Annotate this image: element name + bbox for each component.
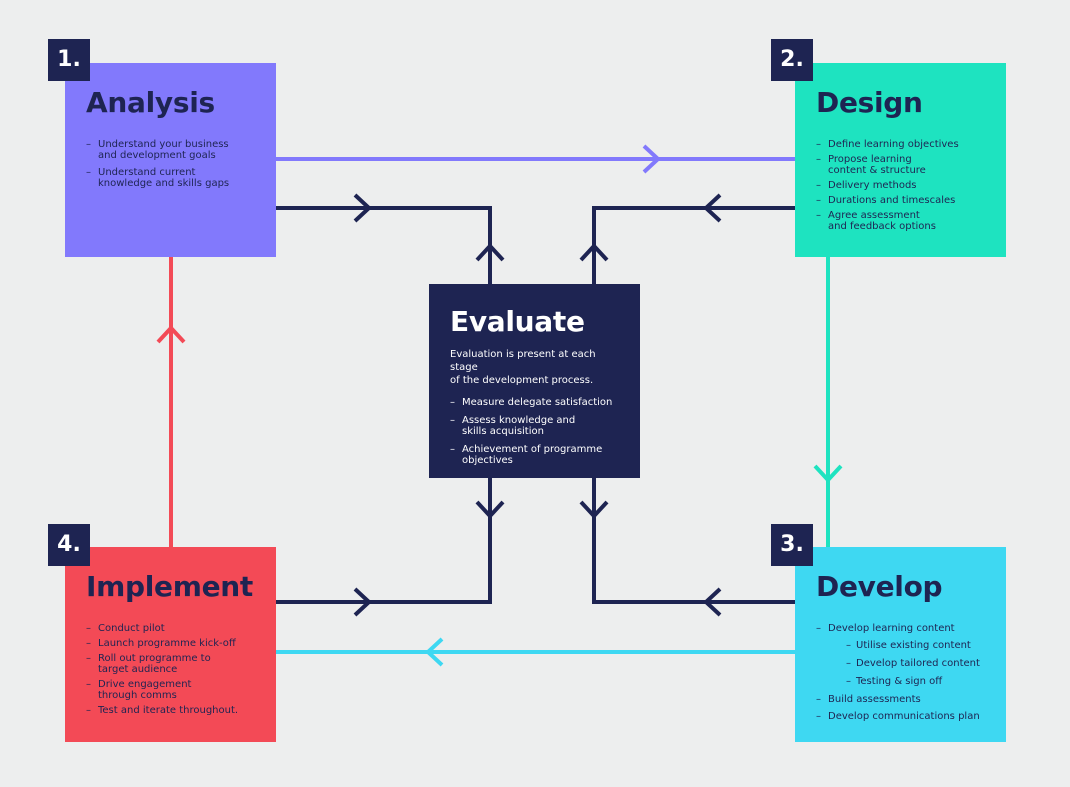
list-item: Drive engagement through comms [86, 679, 256, 701]
list-item: Understand your business and development… [86, 139, 256, 161]
list-item: Propose learning content & structure [816, 154, 986, 176]
sub-list-item: Develop tailored content [816, 658, 986, 669]
list-item: Define learning objectives [816, 139, 986, 150]
list-item: Conduct pilot [86, 623, 256, 634]
sub-list-item: Testing & sign off [816, 676, 986, 687]
design-title: Design [816, 86, 923, 119]
list-item: Agree assessment and feedback options [816, 210, 986, 232]
analysis-evaluate-connector [276, 193, 505, 284]
develop-stage-box: Develop Develop learning content Utilise… [795, 547, 1006, 742]
list-item: Delivery methods [816, 180, 986, 191]
list-item: Assess knowledge and skills acquisition [450, 415, 620, 437]
evaluate-items: Measure delegate satisfaction Assess kno… [450, 397, 620, 466]
list-item: Achievement of programme objectives [450, 444, 620, 466]
implement-evaluate-connector [276, 478, 505, 617]
design-stage-box: Design Define learning objectives Propos… [795, 63, 1006, 257]
stage-number-badge: 1. [48, 39, 90, 81]
evaluate-title: Evaluate [450, 305, 585, 338]
implement-items: Conduct pilot Launch programme kick-off … [86, 623, 256, 716]
list-item: Measure delegate satisfaction [450, 397, 620, 408]
analysis-to-design-arrow [276, 144, 795, 174]
stage-number-badge: 3. [771, 524, 813, 566]
implement-to-analysis-arrow [156, 257, 186, 547]
design-to-develop-arrow [813, 257, 843, 547]
analysis-items: Understand your business and development… [86, 139, 256, 189]
analysis-stage-box: Analysis Understand your business and de… [65, 63, 276, 257]
design-evaluate-connector [579, 193, 795, 284]
develop-to-implement-arrow [276, 637, 795, 667]
implement-stage-box: Implement Conduct pilot Launch programme… [65, 547, 276, 742]
list-item: Understand current knowledge and skills … [86, 167, 256, 189]
evaluate-box: Evaluate Evaluation is present at each s… [429, 284, 640, 478]
list-item: Develop learning content [816, 623, 986, 634]
list-item: Develop communications plan [816, 711, 986, 722]
develop-evaluate-connector [579, 478, 795, 617]
analysis-title: Analysis [86, 86, 215, 119]
list-item: Roll out programme to target audience [86, 653, 256, 675]
list-item: Build assessments [816, 694, 986, 705]
list-item: Test and iterate throughout. [86, 705, 256, 716]
stage-number-badge: 4. [48, 524, 90, 566]
evaluate-intro: Evaluation is present at each stage of t… [450, 349, 596, 386]
develop-title: Develop [816, 570, 943, 603]
list-item: Launch programme kick-off [86, 638, 256, 649]
develop-items: Develop learning content Utilise existin… [816, 623, 986, 722]
implement-title: Implement [86, 570, 254, 603]
stage-number-badge: 2. [771, 39, 813, 81]
design-items: Define learning objectives Propose learn… [816, 139, 986, 232]
sub-list-item: Utilise existing content [816, 640, 986, 651]
list-item: Durations and timescales [816, 195, 986, 206]
